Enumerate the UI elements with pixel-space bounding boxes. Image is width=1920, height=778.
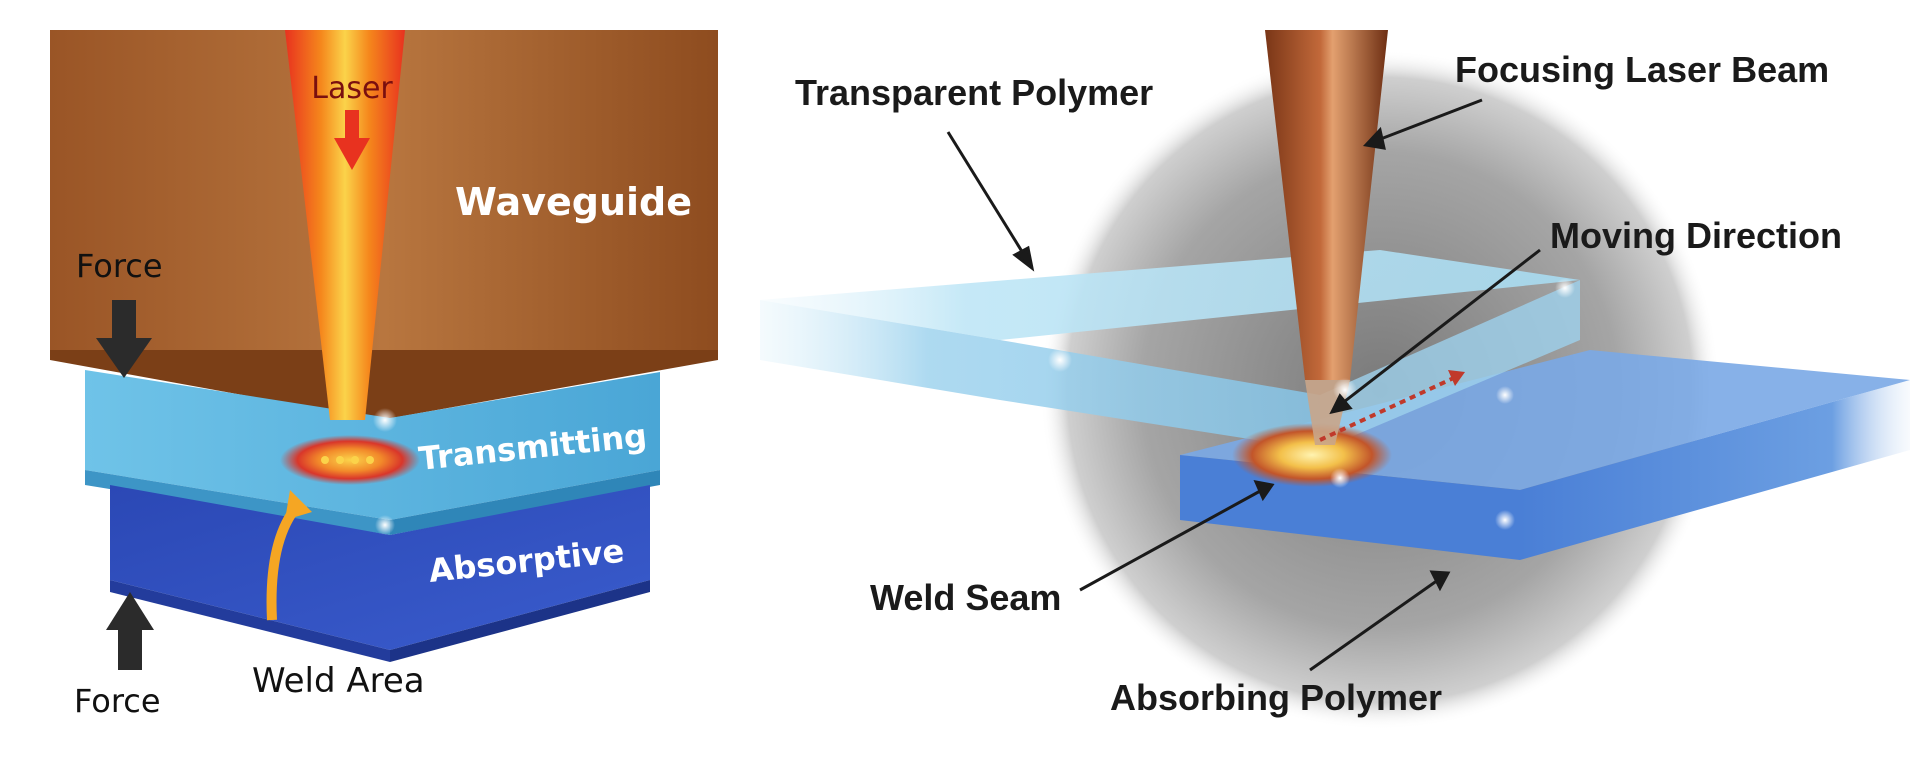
absorbing-polymer-label: Absorbing Polymer	[1110, 677, 1442, 718]
focusing-laser-beam	[1265, 30, 1388, 380]
laser-beam	[285, 30, 405, 420]
transmitting-layer-front	[85, 470, 390, 535]
absorbing-polymer-front	[1180, 455, 1520, 560]
force-top-label: Force	[76, 247, 163, 285]
sparkle	[1048, 348, 1072, 372]
force-bottom-arrow-icon	[106, 592, 154, 670]
transparent-polymer-label: Transparent Polymer	[795, 72, 1153, 113]
sparkle	[1333, 378, 1357, 402]
left-diagram: Laser Waveguide Force Transmitting Absor…	[0, 0, 760, 778]
weld-area-label: Weld Area	[252, 661, 425, 701]
weld-seam-glow	[1232, 423, 1392, 487]
weld-seam-label: Weld Seam	[870, 577, 1061, 618]
sparkle	[1555, 278, 1575, 298]
transparent-polymer-top	[760, 250, 1580, 340]
transparent-polymer-front	[760, 300, 1320, 450]
force-bottom-label: Force	[74, 682, 161, 720]
weld-dots	[321, 456, 374, 464]
moving-direction-arrow-icon	[1319, 370, 1465, 442]
left-diagram-svg: Laser Waveguide Force Transmitting Absor…	[50, 30, 718, 720]
pointer-lines	[946, 98, 1541, 672]
right-diagram-svg: Transparent Polymer Focusing Laser Beam …	[760, 30, 1910, 730]
right-diagram: Transparent Polymer Focusing Laser Beam …	[760, 0, 1920, 778]
waveguide-bottom-edge	[50, 350, 718, 420]
absorptive-layer-bottom-right	[390, 580, 650, 662]
weld-area-glow	[280, 435, 420, 485]
waveguide-label: Waveguide	[455, 180, 692, 224]
weld-area-arrow-icon	[266, 490, 312, 621]
focusing-laser-beam-label: Focusing Laser Beam	[1455, 49, 1829, 90]
force-top-arrow-icon	[96, 300, 152, 378]
laser-arrow-icon	[334, 110, 370, 170]
absorptive-layer-face	[110, 485, 650, 650]
sparkle	[1330, 468, 1350, 488]
sparkle	[1496, 386, 1514, 404]
absorbing-polymer-side	[1520, 380, 1910, 560]
laser-label: Laser	[311, 71, 393, 106]
transparent-polymer-side	[1320, 280, 1580, 450]
sparkle	[1495, 510, 1515, 530]
transmitting-layer-side	[390, 470, 660, 535]
sparkle	[375, 515, 395, 535]
moving-direction-label: Moving Direction	[1550, 215, 1842, 256]
sparkle	[373, 408, 397, 432]
absorptive-layer-bottom	[110, 580, 390, 662]
